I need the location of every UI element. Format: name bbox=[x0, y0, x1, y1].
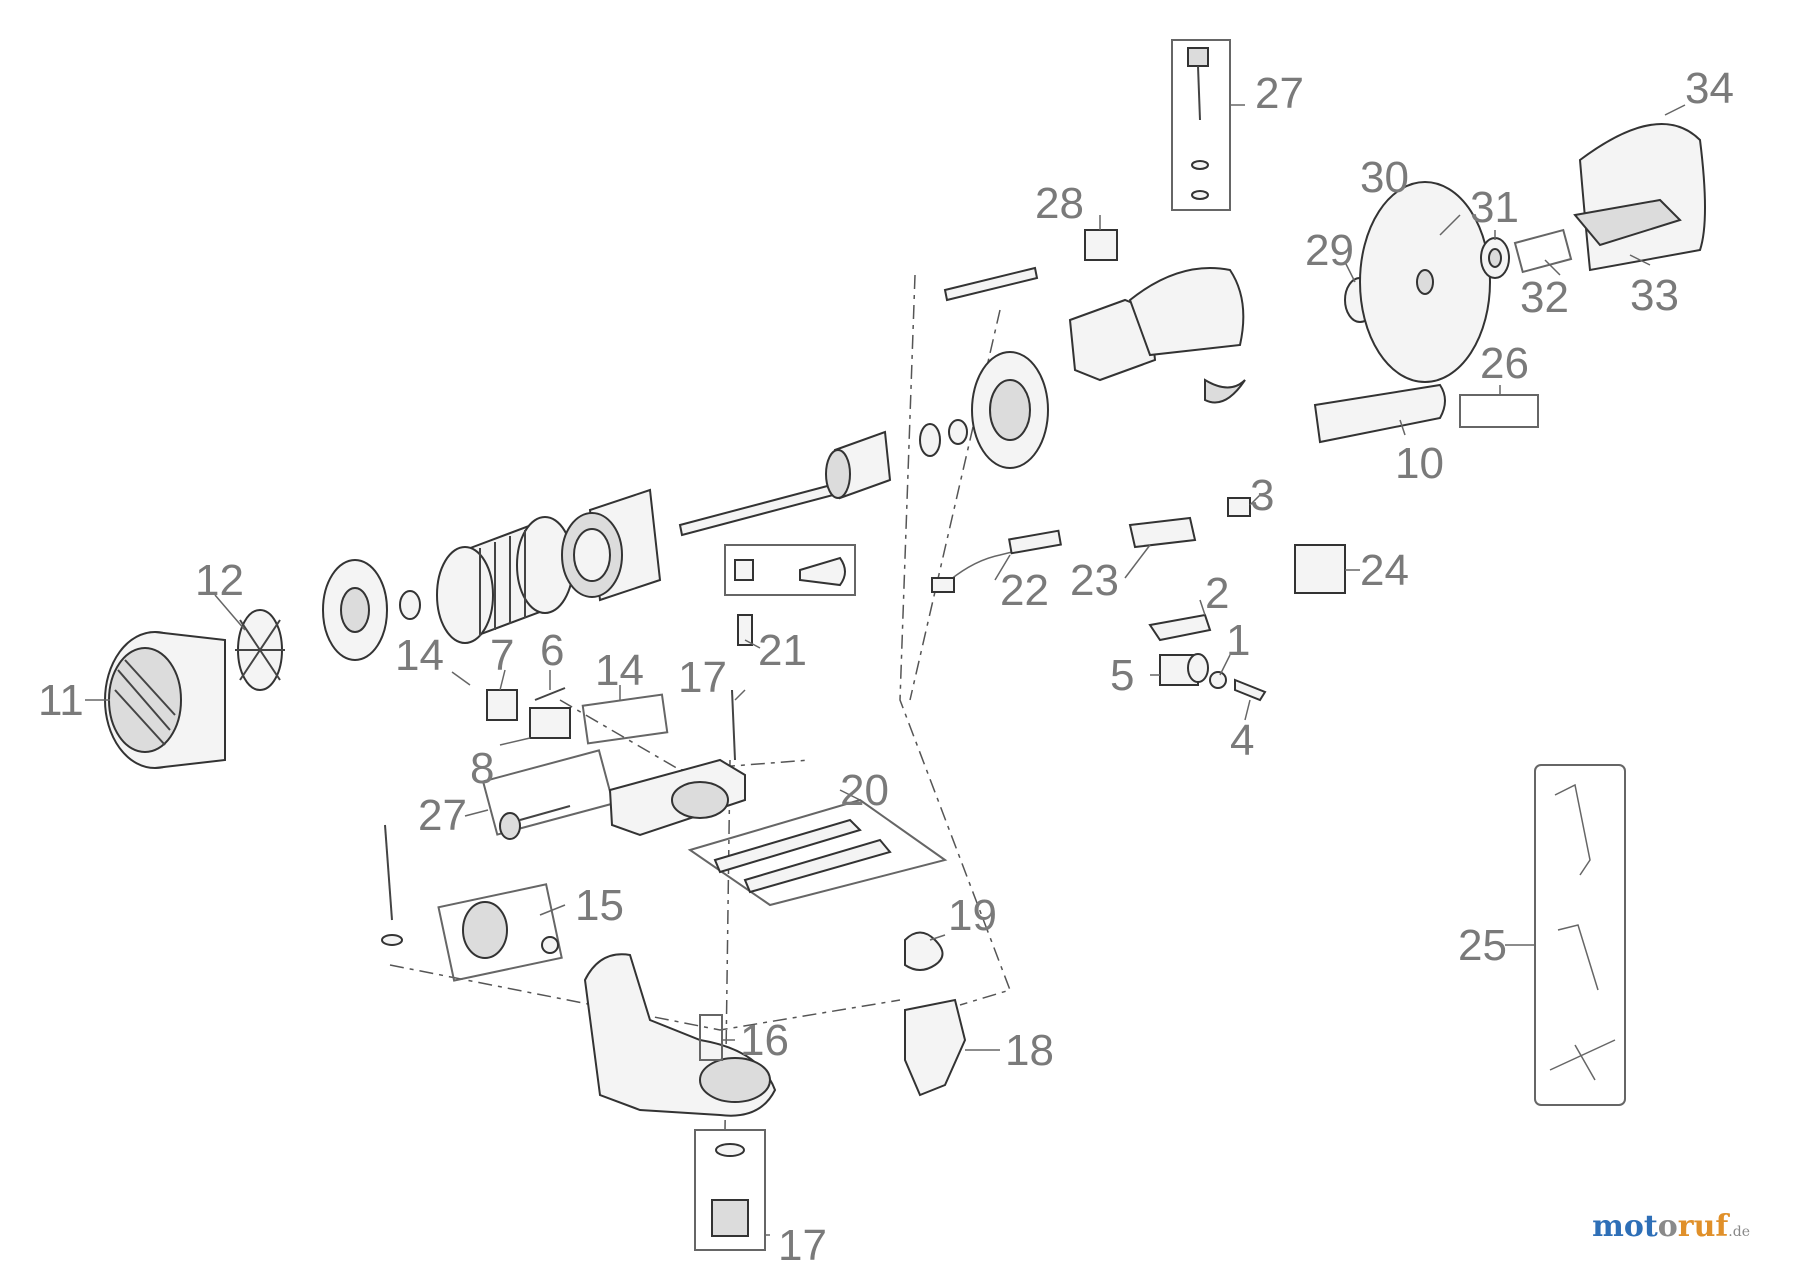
label-part-25: 25 bbox=[1458, 921, 1507, 970]
outer-flange-part-31 bbox=[1480, 237, 1510, 279]
label-part-18: 18 bbox=[1005, 1026, 1054, 1075]
guide-rod bbox=[943, 266, 1039, 302]
label-part-23: 23 bbox=[1070, 556, 1119, 605]
bolt-part-17-top bbox=[731, 689, 736, 761]
nut-part-32 bbox=[1513, 228, 1573, 274]
label-part-26: 26 bbox=[1480, 339, 1529, 388]
label-part-16: 16 bbox=[740, 1016, 789, 1065]
gear-flange bbox=[971, 351, 1049, 469]
label-part-20: 20 bbox=[840, 766, 889, 815]
label-part-33: 33 bbox=[1630, 271, 1679, 320]
capacitor-part-24 bbox=[1294, 544, 1346, 594]
label-part-4: 4 bbox=[1230, 716, 1254, 765]
motor-stator bbox=[436, 516, 574, 644]
clamp-jaw-part-8 bbox=[529, 707, 571, 739]
label-part-8: 8 bbox=[470, 744, 494, 793]
lock-part-5 bbox=[1159, 653, 1209, 686]
label-part-19: 19 bbox=[948, 891, 997, 940]
label-part-34: 34 bbox=[1685, 64, 1734, 113]
fan-part-12 bbox=[235, 609, 285, 691]
logo-part-d: .de bbox=[1728, 1224, 1750, 1240]
motor-shaft bbox=[678, 478, 854, 537]
label-part-27a: 27 bbox=[1255, 69, 1304, 118]
long-bolt bbox=[381, 824, 403, 946]
label-part-29: 29 bbox=[1305, 226, 1354, 275]
tool-kit-part-25 bbox=[1534, 764, 1626, 1106]
label-part-5: 5 bbox=[1110, 651, 1134, 700]
label-part-12: 12 bbox=[195, 556, 244, 605]
terminal-part-3 bbox=[1227, 497, 1251, 517]
vise-plates-part-20 bbox=[687, 798, 948, 907]
label-part-6: 6 bbox=[540, 626, 564, 675]
brush-cap-part-14 bbox=[581, 693, 669, 745]
part-labels: 11 12 14 7 6 14 8 27 17 21 20 15 19 16 1… bbox=[38, 64, 1734, 1270]
label-part-10: 10 bbox=[1395, 439, 1444, 488]
label-part-1: 1 bbox=[1226, 616, 1250, 665]
spring-part-1 bbox=[1209, 671, 1227, 689]
spring-part-6 bbox=[534, 687, 566, 701]
label-part-27b: 27 bbox=[418, 791, 467, 840]
lever-part-4 bbox=[1234, 678, 1267, 702]
switch-trigger-part-2 bbox=[1148, 613, 1212, 642]
spring-part-19 bbox=[904, 931, 944, 971]
motoruf-logo: motoruf.de bbox=[1592, 1209, 1750, 1244]
base-frame bbox=[583, 953, 777, 1117]
brush-holder-part-23 bbox=[1128, 516, 1197, 549]
label-part-21: 21 bbox=[758, 626, 807, 675]
assembly-guide-lines bbox=[389, 274, 1011, 1131]
pin-part-16 bbox=[699, 1014, 723, 1061]
label-part-30: 30 bbox=[1360, 153, 1409, 202]
motor-housing bbox=[561, 488, 662, 602]
armature bbox=[825, 419, 968, 500]
label-part-15: 15 bbox=[575, 881, 624, 930]
logo-part-a: mot bbox=[1592, 1209, 1658, 1244]
label-part-28: 28 bbox=[1035, 179, 1084, 228]
motor-end-cap bbox=[322, 559, 421, 661]
clamp-handle-part-21 bbox=[724, 544, 856, 646]
gear-housing bbox=[1068, 267, 1246, 404]
label-part-14a: 14 bbox=[395, 631, 444, 680]
knob-part-15 bbox=[437, 883, 563, 982]
label-part-14b: 14 bbox=[595, 646, 644, 695]
logo-part-c: ruf bbox=[1677, 1209, 1729, 1244]
label-part-22: 22 bbox=[1000, 566, 1049, 615]
vise-base bbox=[608, 758, 746, 837]
cutting-disc-part-30 bbox=[1359, 181, 1491, 383]
bracket-part-18 bbox=[904, 998, 967, 1097]
switch-part-28 bbox=[1084, 229, 1118, 261]
logo-part-b: o bbox=[1657, 1209, 1678, 1244]
blade-guard-part-33 bbox=[1573, 123, 1706, 272]
fan-cover-part-11 bbox=[104, 631, 226, 769]
label-part-7: 7 bbox=[490, 631, 514, 680]
label-part-31: 31 bbox=[1470, 183, 1519, 232]
leader-lines bbox=[85, 104, 1686, 1236]
clamp-block-part-7 bbox=[486, 689, 518, 721]
label-part-3: 3 bbox=[1250, 471, 1274, 520]
foot-knob-part-17 bbox=[694, 1129, 766, 1251]
label-part-17a: 17 bbox=[678, 653, 727, 702]
bolt-set-part-27-top bbox=[1171, 39, 1231, 211]
handle-part-10 bbox=[1313, 383, 1539, 444]
label-part-24: 24 bbox=[1360, 546, 1409, 595]
label-part-32: 32 bbox=[1520, 273, 1569, 322]
bolt-set-part-27-bottom bbox=[481, 749, 615, 840]
label-part-17b: 17 bbox=[778, 1221, 827, 1270]
label-part-11: 11 bbox=[38, 676, 84, 725]
power-cable-part-22 bbox=[931, 529, 1062, 593]
label-part-2: 2 bbox=[1205, 569, 1229, 618]
